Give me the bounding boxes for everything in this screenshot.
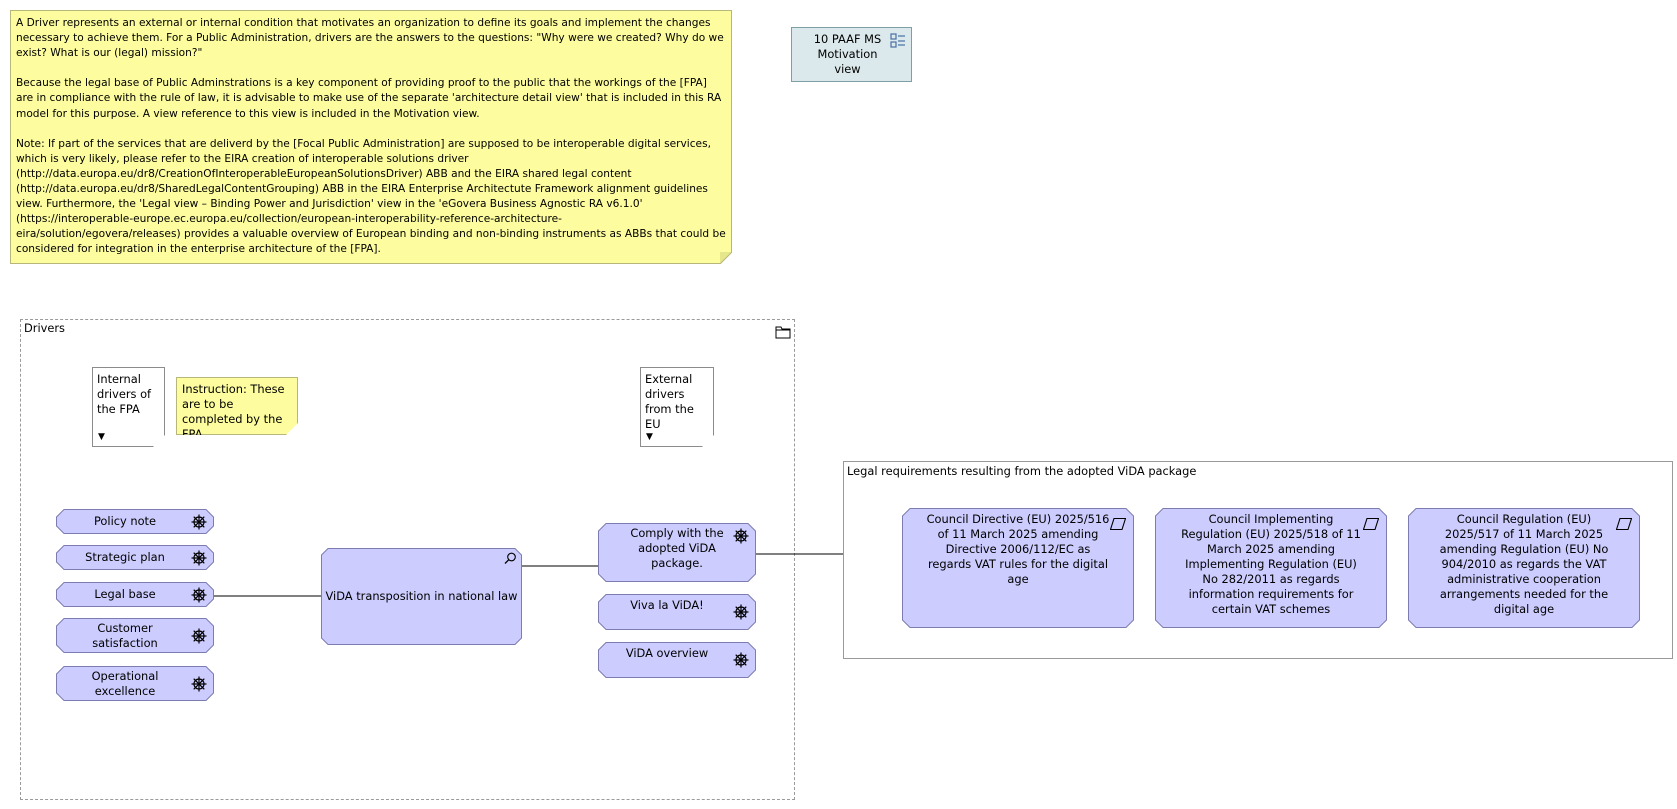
driver-shape bbox=[56, 666, 214, 701]
external-drivers-note[interactable]: External drivers from the EU ▼ bbox=[640, 367, 714, 447]
internal-drivers-note-text: Internal drivers of the FPA bbox=[97, 372, 152, 416]
driver-comply-vida[interactable]: Comply with the adopted ViDA package. bbox=[598, 523, 756, 582]
constraint-label: Council Directive (EU) 2025/516 of 11 Ma… bbox=[926, 512, 1110, 586]
assessment-vida-transposition[interactable]: ViDA transposition in national law bbox=[321, 548, 522, 645]
driver-shape bbox=[598, 642, 756, 678]
driver-label: Operational excellence bbox=[91, 669, 159, 698]
note-paragraph-1: A Driver represents an external or inter… bbox=[16, 17, 724, 60]
driver-label: Viva la ViDA! bbox=[630, 598, 704, 612]
driver-wheel-icon bbox=[733, 652, 749, 668]
note-paragraph-2: Because the legal base of Public Adminst… bbox=[16, 77, 722, 120]
driver-shape bbox=[56, 545, 214, 570]
driver-operational-excellence[interactable]: Operational excellence bbox=[56, 666, 214, 701]
folder-icon bbox=[775, 326, 791, 339]
external-drivers-note-text: External drivers from the EU bbox=[645, 372, 694, 431]
constraint-parallelogram-icon bbox=[1615, 515, 1633, 531]
driver-wheel-icon bbox=[191, 550, 207, 566]
driver-wheel-icon bbox=[733, 604, 749, 620]
driver-label: Comply with the adopted ViDA package. bbox=[630, 526, 724, 570]
driver-wheel-icon bbox=[191, 628, 207, 644]
driver-explanation-note[interactable]: A Driver represents an external or inter… bbox=[10, 10, 732, 264]
legal-implementing-regulation-2025-518[interactable]: Council Implementing Regulation (EU) 202… bbox=[1155, 508, 1387, 628]
driver-wheel-icon bbox=[191, 514, 207, 530]
legal-regulation-2025-517[interactable]: Council Regulation (EU) 2025/517 of 11 M… bbox=[1408, 508, 1640, 628]
driver-label: Policy note bbox=[93, 514, 157, 528]
constraint-shape bbox=[1408, 508, 1640, 628]
constraint-label: Council Regulation (EU) 2025/517 of 11 M… bbox=[1439, 512, 1609, 616]
driver-legal-base[interactable]: Legal base bbox=[56, 582, 214, 607]
driver-vida-overview[interactable]: ViDA overview bbox=[598, 642, 756, 678]
driver-wheel-icon bbox=[733, 528, 749, 544]
driver-wheel-icon bbox=[191, 676, 207, 692]
assessment-label: ViDA transposition in national law bbox=[325, 589, 518, 603]
driver-policy-note[interactable]: Policy note bbox=[56, 509, 214, 534]
legal-requirements-group-label: Legal requirements resulting from the ad… bbox=[847, 464, 1197, 478]
assessment-shape bbox=[321, 548, 522, 645]
constraint-parallelogram-icon bbox=[1109, 515, 1127, 531]
collapse-triangle-icon: ▼ bbox=[646, 432, 653, 442]
constraint-shape bbox=[1155, 508, 1387, 628]
drivers-group[interactable]: Drivers bbox=[20, 319, 795, 800]
internal-drivers-note[interactable]: Internal drivers of the FPA ▼ bbox=[92, 367, 165, 447]
note-fold-corner bbox=[720, 252, 732, 264]
driver-shape bbox=[56, 509, 214, 534]
driver-shape bbox=[56, 582, 214, 607]
driver-label: Customer satisfaction bbox=[92, 621, 158, 650]
instruction-note[interactable]: Instruction: These are to be completed b… bbox=[176, 377, 298, 435]
driver-viva-la-vida[interactable]: Viva la ViDA! bbox=[598, 594, 756, 630]
driver-shape bbox=[598, 594, 756, 630]
driver-shape bbox=[598, 523, 756, 582]
driver-strategic-plan[interactable]: Strategic plan bbox=[56, 545, 214, 570]
driver-customer-satisfaction[interactable]: Customer satisfaction bbox=[56, 618, 214, 653]
legal-directive-2025-516[interactable]: Council Directive (EU) 2025/516 of 11 Ma… bbox=[902, 508, 1134, 628]
driver-shape bbox=[56, 618, 214, 653]
view-reference-label: 10 PAAF MS Motivation view bbox=[813, 32, 882, 76]
view-reference-motivation[interactable]: 10 PAAF MS Motivation view bbox=[791, 27, 912, 82]
collapse-triangle-icon: ▼ bbox=[98, 432, 105, 442]
constraint-parallelogram-icon bbox=[1362, 515, 1380, 531]
constraint-label: Council Implementing Regulation (EU) 202… bbox=[1181, 512, 1361, 616]
note-paragraph-3: Note: If part of the services that are d… bbox=[16, 137, 726, 256]
view-reference-icon bbox=[890, 33, 905, 48]
magnifier-icon bbox=[504, 552, 516, 564]
constraint-shape bbox=[902, 508, 1134, 628]
driver-label: ViDA overview bbox=[625, 646, 709, 660]
instruction-note-text: Instruction: These are to be completed b… bbox=[182, 382, 285, 441]
driver-wheel-icon bbox=[191, 587, 207, 603]
driver-label: Strategic plan bbox=[85, 550, 165, 564]
driver-label: Legal base bbox=[94, 587, 156, 601]
drivers-group-label: Drivers bbox=[24, 321, 65, 335]
